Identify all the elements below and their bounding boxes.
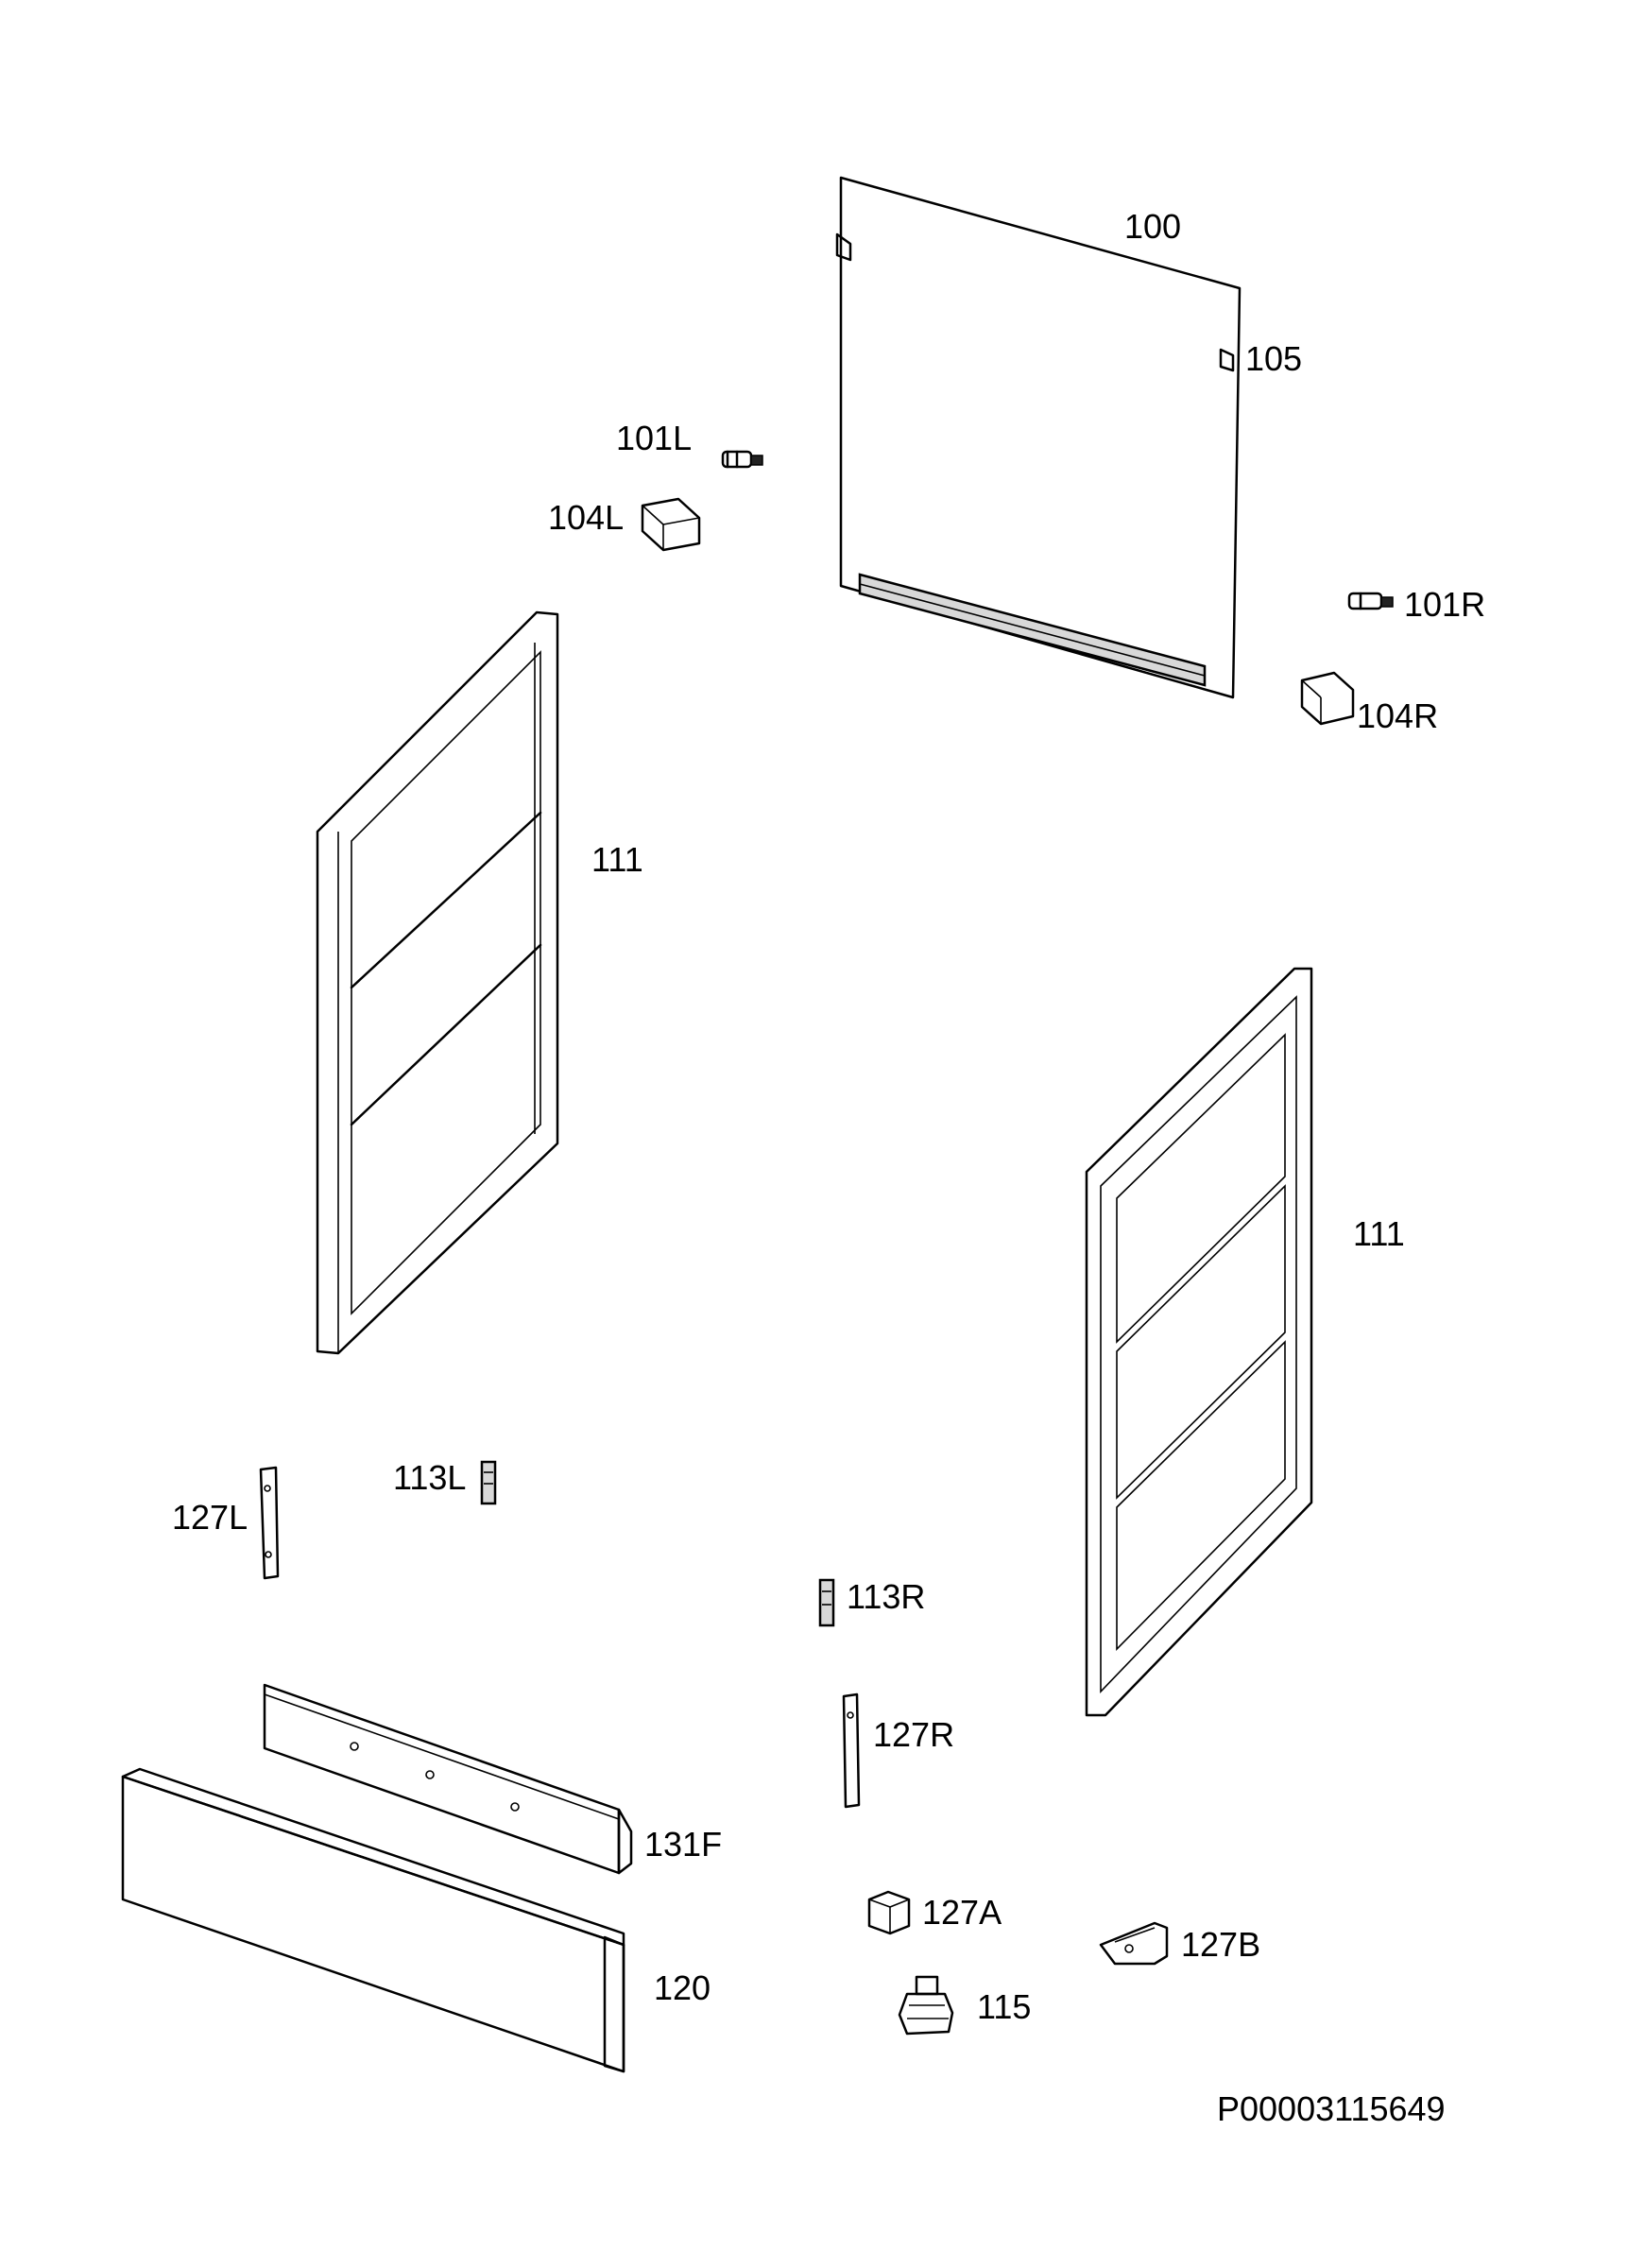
label-131F: 131F	[644, 1825, 722, 1864]
part-127R-bracket	[842, 1692, 861, 1809]
label-104L: 104L	[548, 498, 624, 537]
part-111-frame-left	[316, 610, 559, 1355]
label-127L: 127L	[172, 1498, 248, 1537]
part-127L-bracket	[259, 1466, 280, 1580]
part-113L-clip	[480, 1460, 497, 1505]
label-101R: 101R	[1404, 585, 1485, 624]
part-120-front-panel	[121, 1767, 625, 2073]
part-127A-block	[867, 1890, 911, 1935]
part-104R-hinge-block	[1300, 671, 1355, 726]
part-111-frame-right	[1085, 967, 1313, 1717]
label-111-left: 111	[591, 840, 643, 879]
label-127B: 127B	[1181, 1925, 1260, 1964]
part-101R-hinge-pin	[1347, 592, 1394, 610]
label-113L: 113L	[393, 1458, 466, 1497]
label-101L: 101L	[616, 419, 692, 457]
part-113R-clip	[818, 1578, 835, 1627]
label-105: 105	[1245, 339, 1302, 378]
label-115: 115	[977, 1987, 1031, 2026]
document-id: P00003115649	[1217, 2089, 1446, 2128]
label-100: 100	[1124, 207, 1181, 246]
label-104R: 104R	[1357, 696, 1438, 735]
part-127B-angle-bracket	[1099, 1921, 1169, 1966]
part-115-foot	[898, 1975, 954, 2036]
label-127A: 127A	[922, 1893, 1002, 1932]
label-111-right: 111	[1353, 1214, 1405, 1253]
part-131F-plate	[263, 1683, 633, 1875]
label-113R: 113R	[847, 1577, 925, 1616]
part-100-glass-panel	[835, 176, 1242, 699]
part-104L-hinge-block	[641, 497, 701, 552]
label-120: 120	[654, 1968, 711, 2007]
part-101L-hinge-pin	[721, 450, 763, 469]
label-127R: 127R	[873, 1715, 954, 1754]
